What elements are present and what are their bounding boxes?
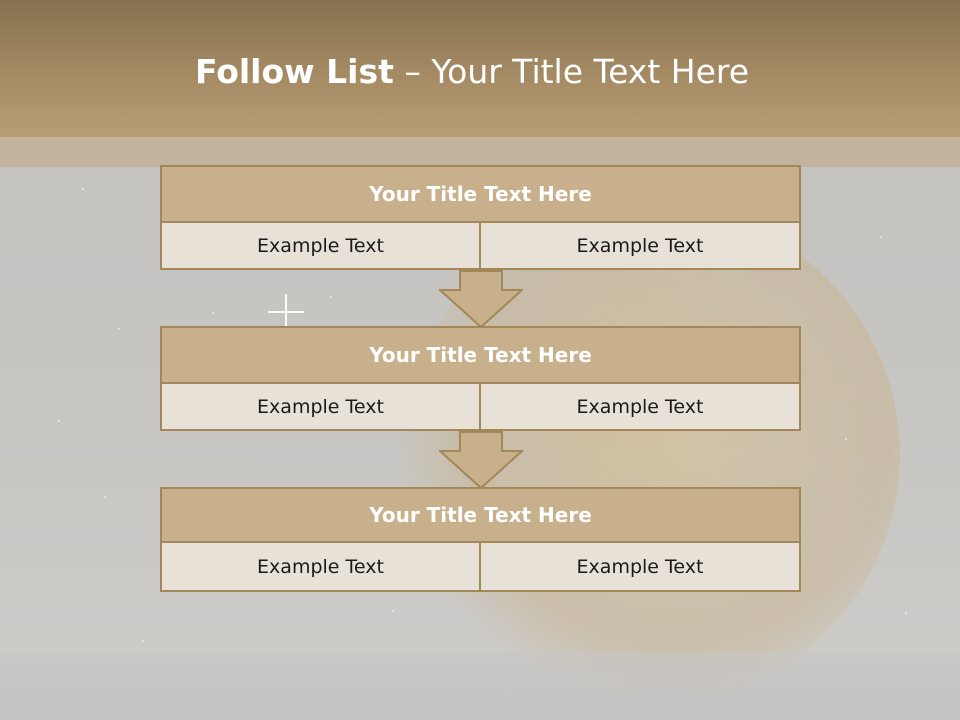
star — [905, 612, 907, 614]
star — [58, 420, 60, 422]
step-text-right: Example Text — [479, 541, 801, 592]
step-text-right: Example Text — [479, 382, 801, 431]
step-text-right: Example Text — [479, 221, 801, 270]
slide-title-bold: Follow List — [194, 52, 394, 91]
down-arrow-icon — [439, 270, 523, 328]
star — [212, 312, 214, 314]
step-title: Your Title Text Here — [160, 487, 801, 543]
down-arrow-icon — [439, 431, 523, 489]
star — [330, 296, 332, 298]
step-title: Your Title Text Here — [160, 326, 801, 384]
star — [118, 328, 120, 330]
star — [845, 438, 847, 440]
star — [142, 640, 144, 642]
water-image — [0, 652, 960, 720]
step-block-3: Your Title Text Here Example Text Exampl… — [160, 487, 801, 592]
star — [104, 496, 106, 498]
title-band-strip — [0, 137, 960, 167]
step-block-1: Your Title Text Here Example Text Exampl… — [160, 165, 801, 270]
star — [880, 236, 882, 238]
slide-title-rest: – Your Title Text Here — [393, 52, 750, 91]
step-block-2: Your Title Text Here Example Text Exampl… — [160, 326, 801, 431]
step-text-left: Example Text — [160, 541, 481, 592]
star — [392, 610, 394, 612]
step-text-left: Example Text — [160, 382, 481, 431]
star — [82, 188, 84, 190]
slide-title: Follow List – Your Title Text Here — [0, 52, 944, 91]
step-title: Your Title Text Here — [160, 165, 801, 223]
sparkle-star — [268, 294, 304, 330]
step-text-left: Example Text — [160, 221, 481, 270]
title-band — [0, 0, 960, 137]
